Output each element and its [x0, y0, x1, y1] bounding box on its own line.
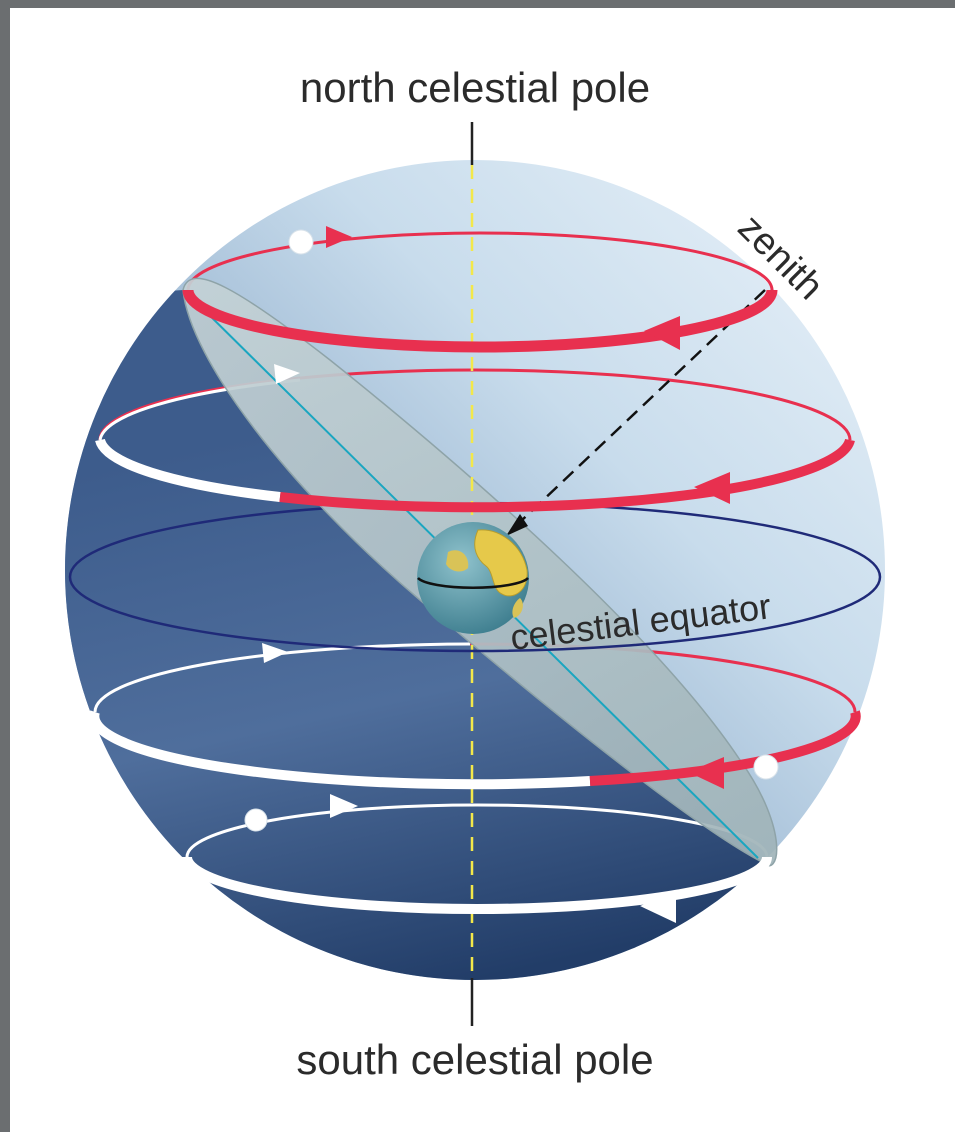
below-horizon-region: [65, 290, 820, 980]
diurnal-circles-front: [68, 289, 882, 914]
arrow-top-front: [644, 316, 680, 350]
arrow-top-back: [326, 226, 352, 248]
star-top: [288, 229, 314, 255]
arrow-bottom-front: [640, 891, 676, 923]
arrow-second-front: [694, 472, 730, 504]
direction-arrows: [262, 226, 730, 923]
arrow-bottom-back: [330, 794, 358, 818]
zenith-line: [519, 289, 766, 523]
label-north-celestial-pole: north celestial pole: [300, 64, 650, 111]
star-lower-right: [753, 754, 779, 780]
zenith-arrowhead: [506, 514, 528, 536]
label-south-celestial-pole: south celestial pole: [296, 1036, 653, 1083]
arrow-fourth-back: [262, 643, 288, 663]
arrow-second-back: [274, 364, 300, 384]
star-bottom-left: [244, 808, 268, 832]
star-markers: [244, 229, 779, 832]
arrow-fourth-front: [688, 757, 724, 789]
earth-globe: [417, 522, 529, 634]
